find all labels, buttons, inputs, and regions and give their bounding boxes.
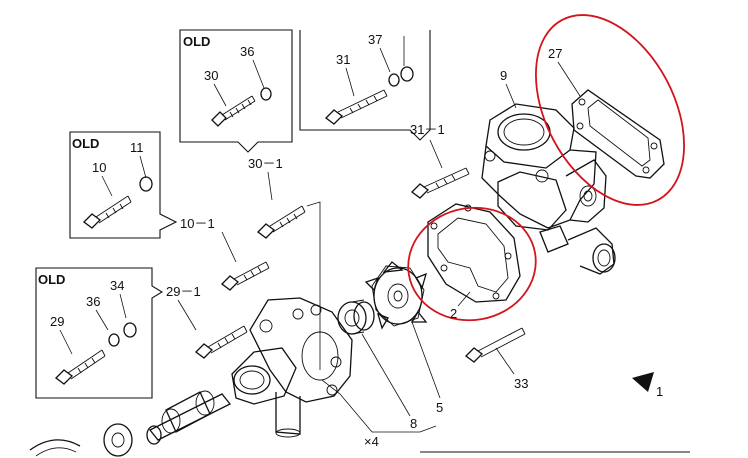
pump-body-4	[231, 297, 353, 438]
old-label: OLD	[38, 272, 65, 287]
part-label-9: 9	[500, 68, 507, 83]
bolt-31	[325, 89, 388, 125]
bolt-30	[211, 95, 256, 127]
part-label-10-1: 10－1	[180, 216, 215, 231]
part-label-34: 34	[110, 278, 124, 293]
part-label-11: 11	[130, 140, 144, 155]
washer-34	[123, 322, 137, 338]
bolt-29-1	[195, 325, 248, 359]
part-label-33: 33	[514, 376, 528, 391]
washer-37	[388, 73, 400, 87]
washer-36	[260, 87, 272, 101]
part-label-36: 36	[86, 294, 100, 309]
part-label-10: 10	[92, 160, 106, 175]
old-box-30: OLD 36 30	[179, 29, 293, 153]
old-label: OLD	[72, 136, 99, 151]
part-label-37: 37	[368, 32, 382, 47]
part-label-8: 8	[410, 416, 417, 431]
part-label-2: 2	[450, 306, 457, 321]
old-box-31: 37 31	[299, 30, 431, 141]
washer-36	[108, 333, 120, 347]
gasket-2	[427, 203, 521, 303]
part-label-5: 5	[436, 400, 443, 415]
bolt-33	[465, 327, 526, 363]
part-label-4: ×4	[364, 434, 379, 449]
bolt-31-1	[411, 167, 470, 199]
part-label-29-1: 29－1	[166, 284, 201, 299]
gasket-27	[571, 89, 665, 179]
bolt-29	[55, 349, 106, 385]
part-label-31: 31	[336, 52, 350, 67]
nut-37	[400, 66, 414, 82]
part-label-1: 1	[656, 384, 663, 399]
bolt-10-1	[221, 261, 270, 291]
part-label-29: 29	[50, 314, 64, 329]
seal-8	[337, 299, 375, 335]
part-label-36: 36	[240, 44, 254, 59]
highlight-circle-27	[535, 14, 685, 206]
washer-11	[139, 176, 153, 192]
arrowhead-icon	[632, 372, 654, 392]
highlight-circle-2	[407, 206, 537, 322]
housing-9	[481, 103, 616, 275]
part-label-31-1: 31－1	[410, 122, 445, 137]
part-label-27: 27	[548, 46, 562, 61]
old-box-29: OLD 34 36 29	[35, 267, 164, 399]
old-box-10: OLD 11 10	[69, 131, 178, 239]
part-label-30: 30	[204, 68, 218, 83]
bolt-10	[83, 195, 132, 229]
part-label-30-1: 30－1	[248, 156, 283, 171]
bolt-30-1	[257, 205, 306, 239]
old-label: OLD	[183, 34, 210, 49]
impeller-5	[364, 261, 428, 330]
pump-shaft	[29, 390, 232, 457]
